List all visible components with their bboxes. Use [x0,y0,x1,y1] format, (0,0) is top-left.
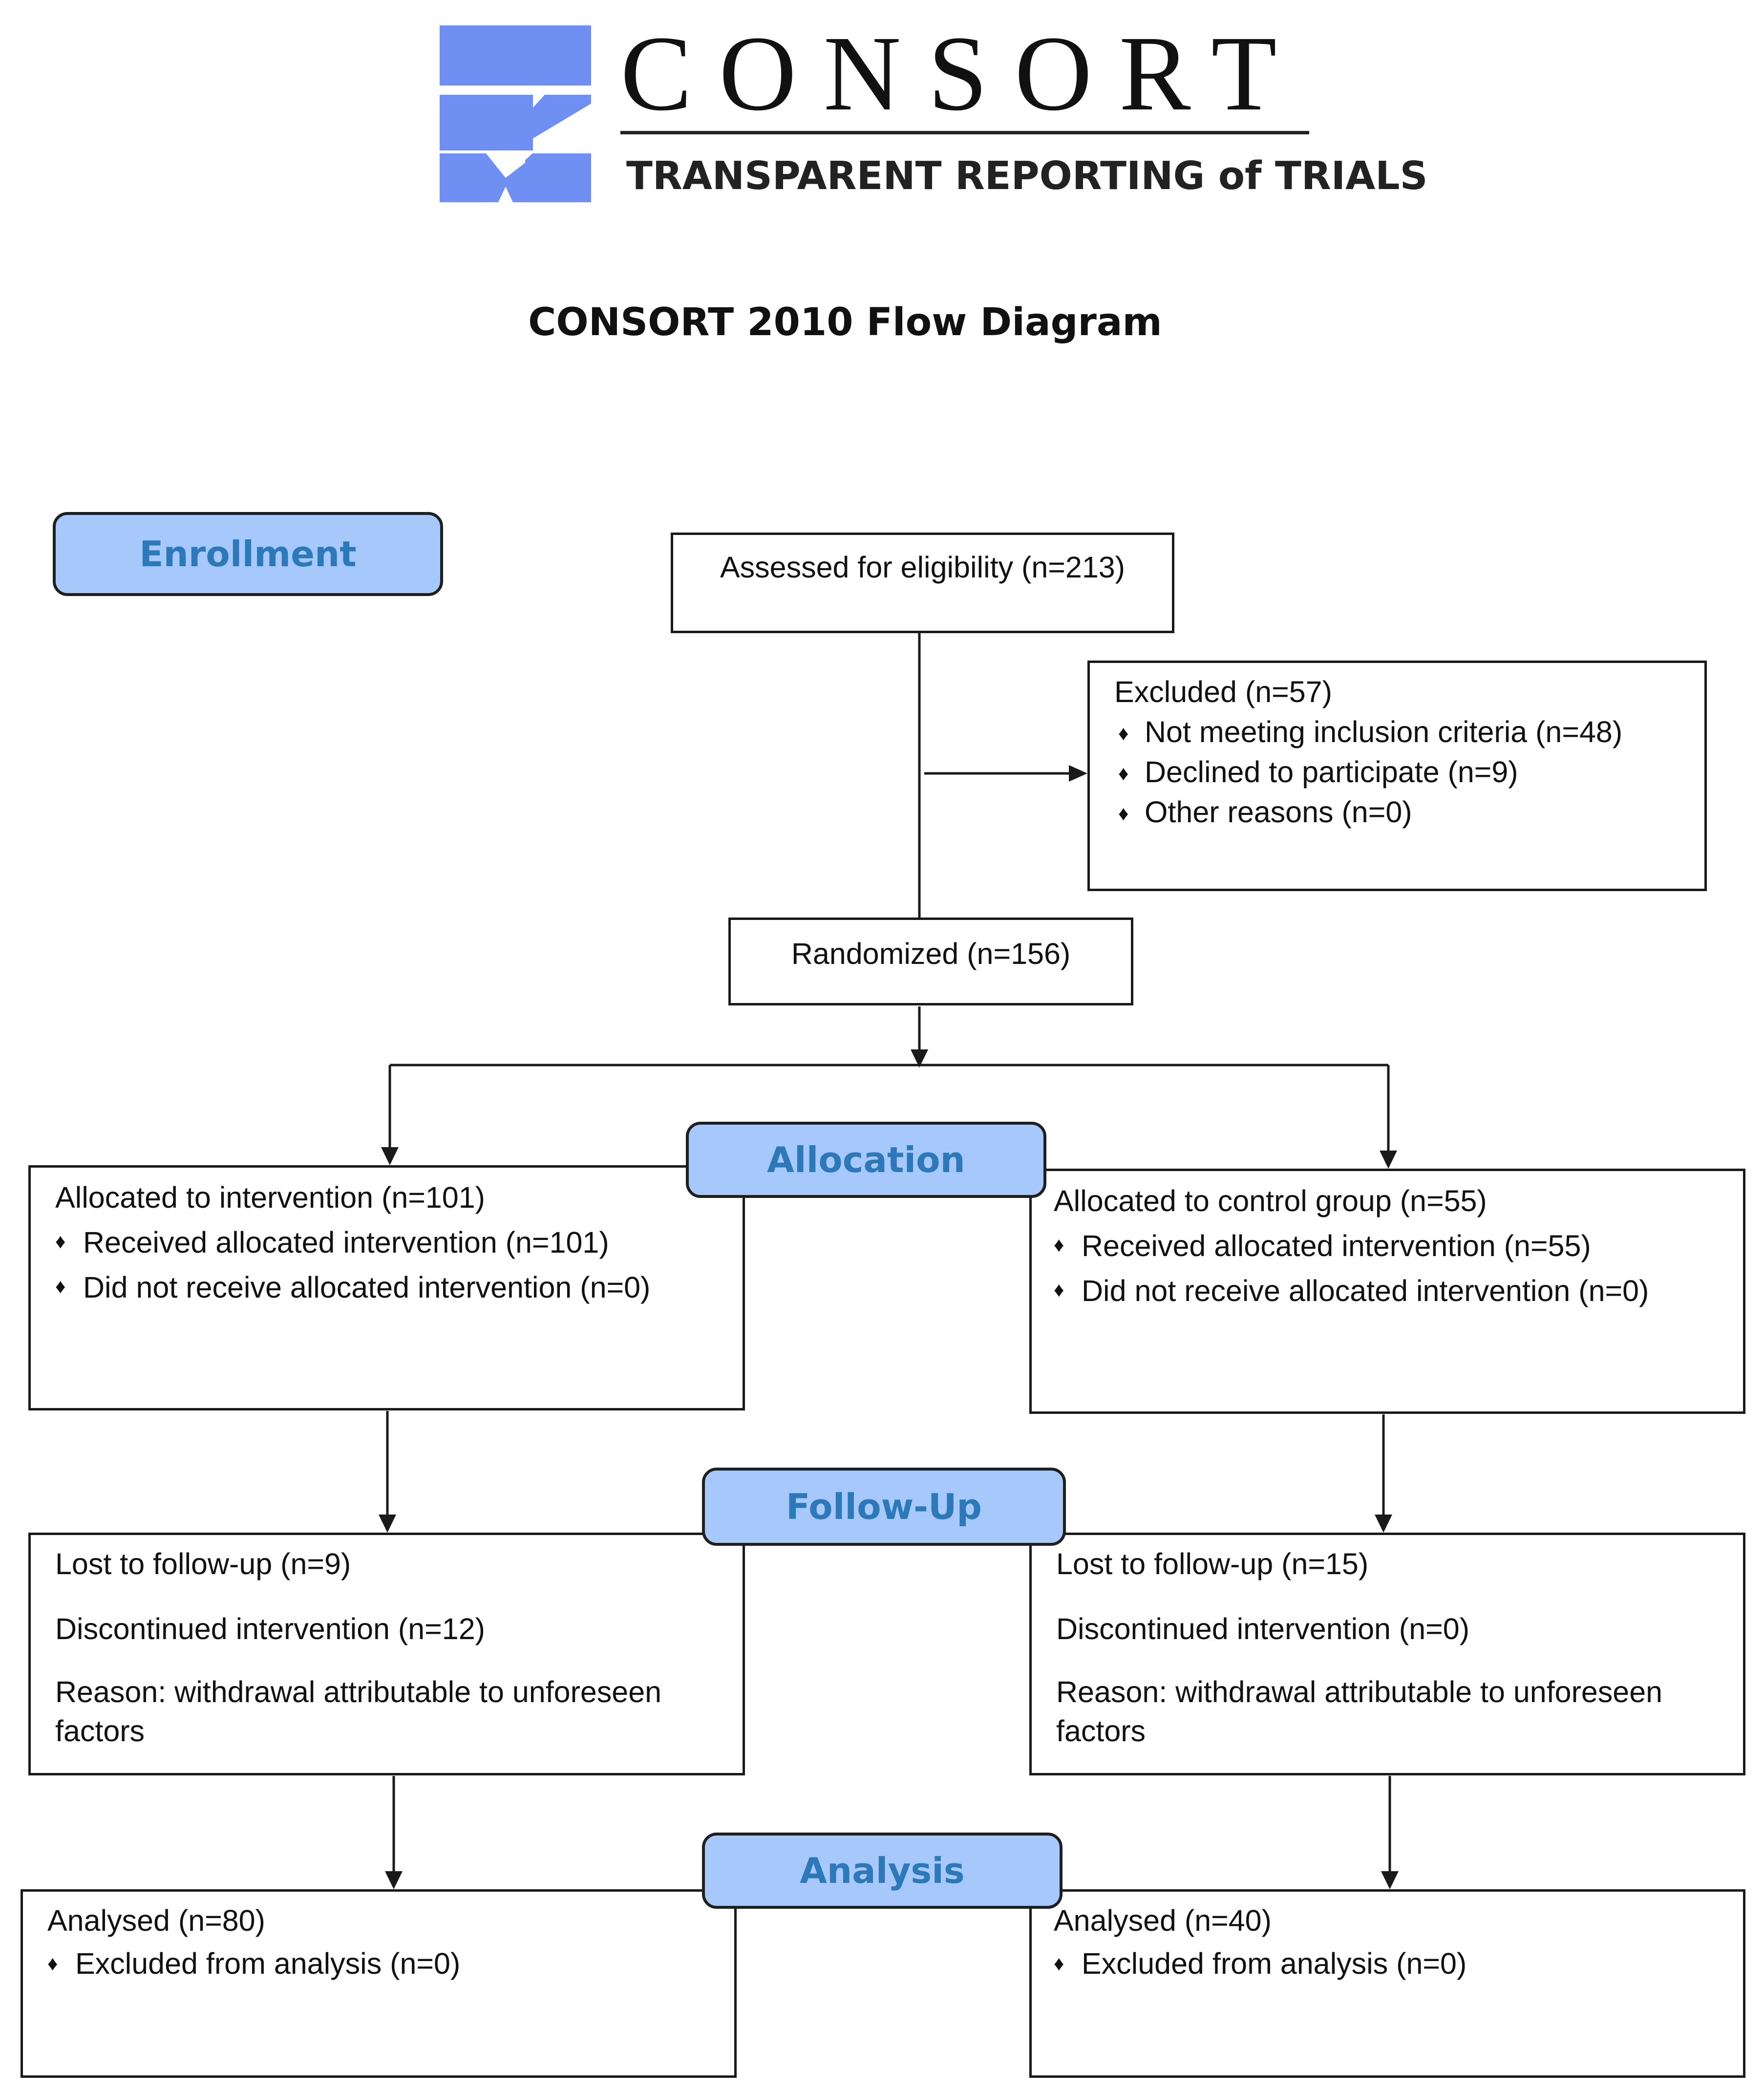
arrowhead-intervention-allocation [381,1147,399,1165]
arrowhead-intervention-followup [379,1515,396,1533]
arrowhead-intervention-analysis [385,1871,403,1889]
bullet-icon: ♦ [55,1275,66,1298]
control-analysed-text: Analysed (n=40) [1054,1904,1272,1937]
bullet-icon: ♦ [47,1952,58,1975]
intervention-allocation-item: ♦Received allocated intervention (n=101) [55,1220,723,1265]
control-analysis-box: Analysed (n=40) ♦Excluded from analysis … [1029,1889,1745,2078]
stage-label-follow-up: Follow-Up [702,1468,1066,1546]
control-allocation-item: ♦Did not receive allocated intervention … [1054,1268,1723,1313]
randomized-box: Randomized (n=156) [728,918,1133,1005]
bullet-icon: ♦ [1118,722,1129,745]
excluded-item: ♦Declined to participate (n=9) [1114,752,1685,792]
assessed-text: Assessed for eligibility (n=213) [720,551,1125,584]
intervention-analysed-text: Analysed (n=80) [47,1904,265,1937]
intervention-analysis-item: ♦Excluded from analysis (n=0) [47,1942,715,1985]
bullet-icon: ♦ [55,1230,66,1253]
stage-label-allocation: Allocation [686,1122,1046,1198]
logo-divider [620,131,1309,134]
control-analysis-item: ♦Excluded from analysis (n=0) [1054,1942,1723,1985]
logo-wordmark: CONSORT [620,14,1304,133]
stage-label-analysis: Analysis [702,1833,1063,1909]
excluded-item: ♦Other reasons (n=0) [1114,792,1685,832]
excluded-title: Excluded (n=57) [1114,675,1332,708]
control-allocation-box: Allocated to control group (n=55) ♦Recei… [1029,1169,1745,1414]
control-reason-text: Reason: withdrawal attributable to unfor… [1056,1675,1663,1748]
control-allocation-item: ♦Received allocated intervention (n=55) [1054,1223,1723,1268]
consort-logo-icon [440,25,591,202]
arrowhead-excluded [1069,765,1087,782]
excluded-box: Excluded (n=57) ♦Not meeting inclusion c… [1087,661,1707,891]
bullet-icon: ♦ [1118,802,1129,825]
assessed-box: Assessed for eligibility (n=213) [671,533,1174,633]
intervention-allocation-title: Allocated to intervention (n=101) [55,1181,485,1214]
randomized-text: Randomized (n=156) [791,937,1071,970]
intervention-allocation-item: ♦Did not receive allocated intervention … [55,1265,723,1310]
control-followup-box: Lost to follow-up (n=15) Discontinued in… [1029,1533,1745,1775]
arrowhead-control-analysis [1381,1871,1399,1889]
control-allocation-title: Allocated to control group (n=55) [1054,1184,1487,1217]
bullet-icon: ♦ [1054,1233,1064,1256]
arrowhead-control-allocation [1380,1151,1397,1169]
arrowhead-randomized-split [911,1049,928,1067]
control-lost-text: Lost to follow-up (n=15) [1056,1547,1369,1580]
intervention-lost-text: Lost to follow-up (n=9) [55,1547,351,1580]
bullet-icon: ♦ [1118,762,1129,785]
intervention-reason-text: Reason: withdrawal attributable to unfor… [55,1675,662,1748]
bullet-icon: ♦ [1054,1952,1064,1975]
intervention-analysis-box: Analysed (n=80) ♦Excluded from analysis … [21,1889,737,2078]
intervention-allocation-box: Allocated to intervention (n=101) ♦Recei… [28,1165,745,1410]
arrowhead-control-followup [1375,1515,1392,1533]
diagram-title: CONSORT 2010 Flow Diagram [528,300,1162,344]
excluded-item: ♦Not meeting inclusion criteria (n=48) [1114,712,1685,752]
control-discontinued-text: Discontinued intervention (n=0) [1056,1612,1470,1645]
logo-tagline: TRANSPARENT REPORTING of TRIALS [626,153,1428,198]
intervention-discontinued-text: Discontinued intervention (n=12) [55,1612,485,1645]
bullet-icon: ♦ [1054,1278,1064,1301]
intervention-followup-box: Lost to follow-up (n=9) Discontinued int… [28,1533,745,1775]
stage-label-enrollment: Enrollment [53,512,443,596]
